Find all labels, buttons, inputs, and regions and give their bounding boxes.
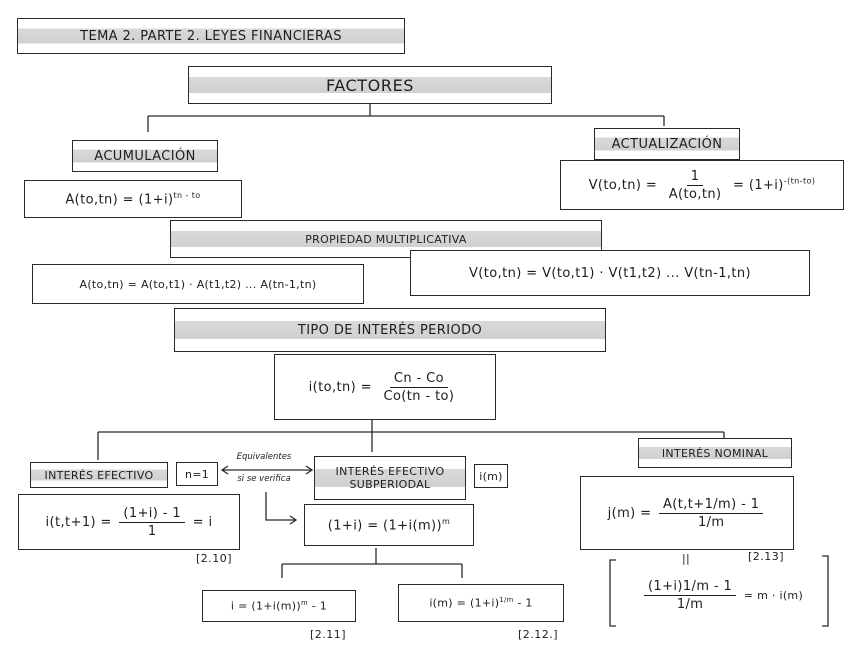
ref-2-13: [2.13]: [748, 550, 785, 563]
propiedad-v-formula: V(to,tn) = V(to,t1) · V(t1,t2) ... V(tn-…: [410, 250, 810, 296]
ref-2-12: [2.12.]: [518, 628, 559, 641]
im-from-i-formula: i(m) = (1+i)1/m - 1: [398, 584, 564, 622]
interes-efectivo-label: INTERÉS EFECTIVO: [30, 462, 168, 488]
n-equals-one: n=1: [176, 462, 218, 486]
si-se-verifica-note: si se verifica: [237, 474, 291, 484]
ref-2-10: [2.10]: [196, 552, 233, 565]
header-title: TEMA 2. PARTE 2. LEYES FINANCIERAS: [17, 18, 405, 54]
acumulacion-formula: A(to,tn) = (1+i)tn - to: [24, 180, 242, 218]
factores-box: FACTORES: [188, 66, 552, 104]
equivalentes-note: Equivalentes: [236, 452, 292, 462]
ref-2-11: [2.11]: [310, 628, 347, 641]
propiedad-a-formula: A(to,tn) = A(to,t1) · A(t1,t2) ... A(tn-…: [32, 264, 364, 304]
i-from-im-formula: i = (1+i(m))m - 1: [202, 590, 356, 622]
tipo-interes-box: TIPO DE INTERÉS PERIODO: [174, 308, 606, 352]
actualizacion-label: ACTUALIZACIÓN: [594, 128, 740, 160]
interes-nominal-label: INTERÉS NOMINAL: [638, 438, 792, 468]
equivalence-mark: ||: [682, 552, 691, 565]
subperiodal-formula: (1+i) = (1+i(m))m: [304, 504, 474, 546]
i-m-symbol: i(m): [474, 464, 508, 488]
subperiodal-label: INTERÉS EFECTIVO SUBPERIODAL: [314, 456, 466, 500]
acumulacion-label: ACUMULACIÓN: [72, 140, 218, 172]
